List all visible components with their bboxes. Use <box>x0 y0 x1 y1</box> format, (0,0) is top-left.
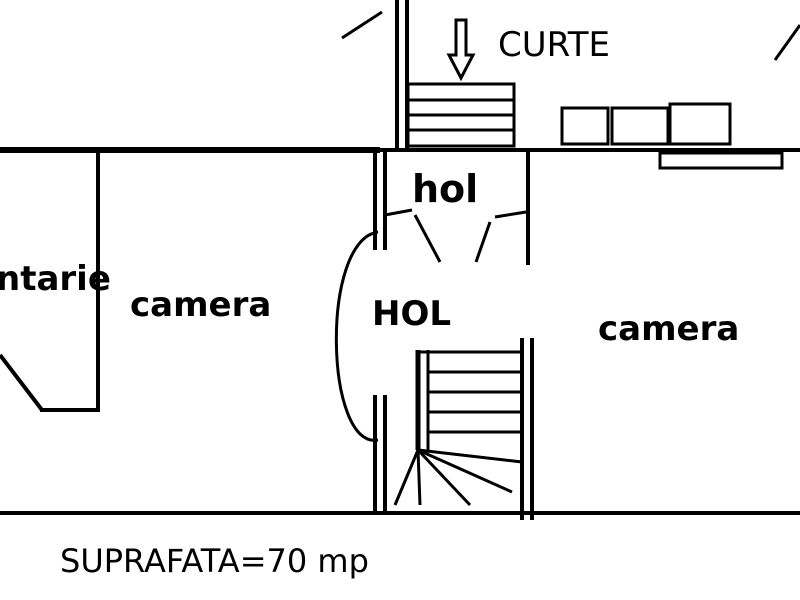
winder-step <box>393 449 420 506</box>
label-room-right: camera <box>598 309 739 349</box>
walls <box>0 0 800 520</box>
label-room-left: camera <box>130 285 271 325</box>
label-area: SUPRAFATA=70 mp <box>60 542 369 580</box>
label-pantry: ntarie <box>0 259 111 299</box>
furniture <box>560 102 784 170</box>
door-mark-right <box>773 24 800 61</box>
furniture-shelf <box>658 151 784 170</box>
interior-stairs <box>393 350 523 507</box>
winder-step <box>416 448 472 507</box>
winder-step <box>417 448 513 494</box>
pantry-diagonal <box>0 353 44 412</box>
winder-step <box>416 449 422 506</box>
stair-step <box>417 448 523 464</box>
curved-door-arc <box>334 230 379 442</box>
furniture-box <box>560 106 610 146</box>
door-mark-top <box>341 10 383 40</box>
door-right-frame <box>494 210 527 219</box>
label-main-hall: HOL <box>372 294 451 334</box>
door-left-frame <box>384 208 413 217</box>
entrance-steps <box>406 82 516 148</box>
entrance-arrow-icon <box>446 18 476 82</box>
furniture-box <box>668 102 732 146</box>
furniture-box <box>610 106 670 146</box>
door-right-leaf <box>474 221 492 263</box>
door-left-leaf <box>413 214 442 263</box>
label-small-hall: hol <box>412 167 478 211</box>
label-courtyard: CURTE <box>498 25 610 65</box>
